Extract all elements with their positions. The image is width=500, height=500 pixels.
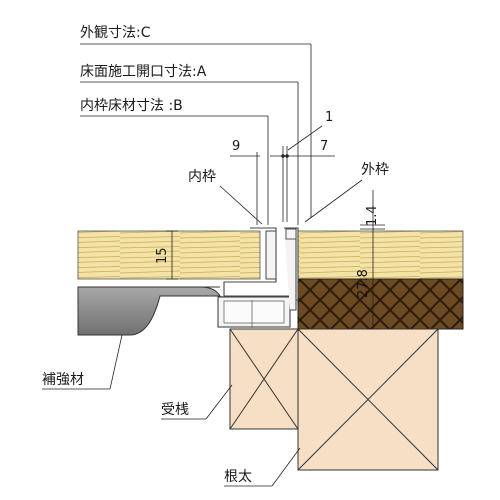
callouts: 内枠 外枠 補強材 受桟 根太 xyxy=(42,162,389,487)
label-outer-dimension-c: 外観寸法:C xyxy=(80,24,151,41)
label-floor-opening-dimension-a: 床面施工開口寸法:A xyxy=(80,64,207,80)
dimension-9: 9 xyxy=(232,139,240,154)
dimension-1-4: 1.4 xyxy=(365,205,380,226)
reinforcement-member xyxy=(77,286,221,336)
outer-frame-profile xyxy=(284,227,297,311)
left-floorboard xyxy=(77,230,261,280)
label-joist: 根太 xyxy=(224,469,252,485)
dim-15: 15 xyxy=(155,230,178,280)
dimension-27-8: 27.8 xyxy=(356,269,371,298)
label-outer-frame: 外枠 xyxy=(361,162,389,178)
joist xyxy=(297,328,439,471)
label-reinforcement: 補強材 xyxy=(42,372,84,388)
label-inner-frame-floor-dimension-b: 内枠床材寸法 :B xyxy=(80,98,183,114)
dimension-15: 15 xyxy=(155,247,170,264)
inner-frame-profile xyxy=(217,227,299,328)
dimension-1: 1 xyxy=(325,110,333,125)
label-inner-frame: 内枠 xyxy=(188,169,216,185)
dimension-header: 外観寸法:C 床面施工開口寸法:A 内枠床材寸法 :B xyxy=(80,24,312,225)
right-subfloor xyxy=(297,278,464,330)
small-dimensions: 1 9 7 1.4 xyxy=(230,110,385,230)
dimension-7: 7 xyxy=(320,139,328,154)
right-floorboard xyxy=(297,230,464,280)
dim-27-8: 27.8 xyxy=(356,229,379,330)
label-support-beam: 受桟 xyxy=(161,402,189,418)
support-beam xyxy=(229,328,299,430)
